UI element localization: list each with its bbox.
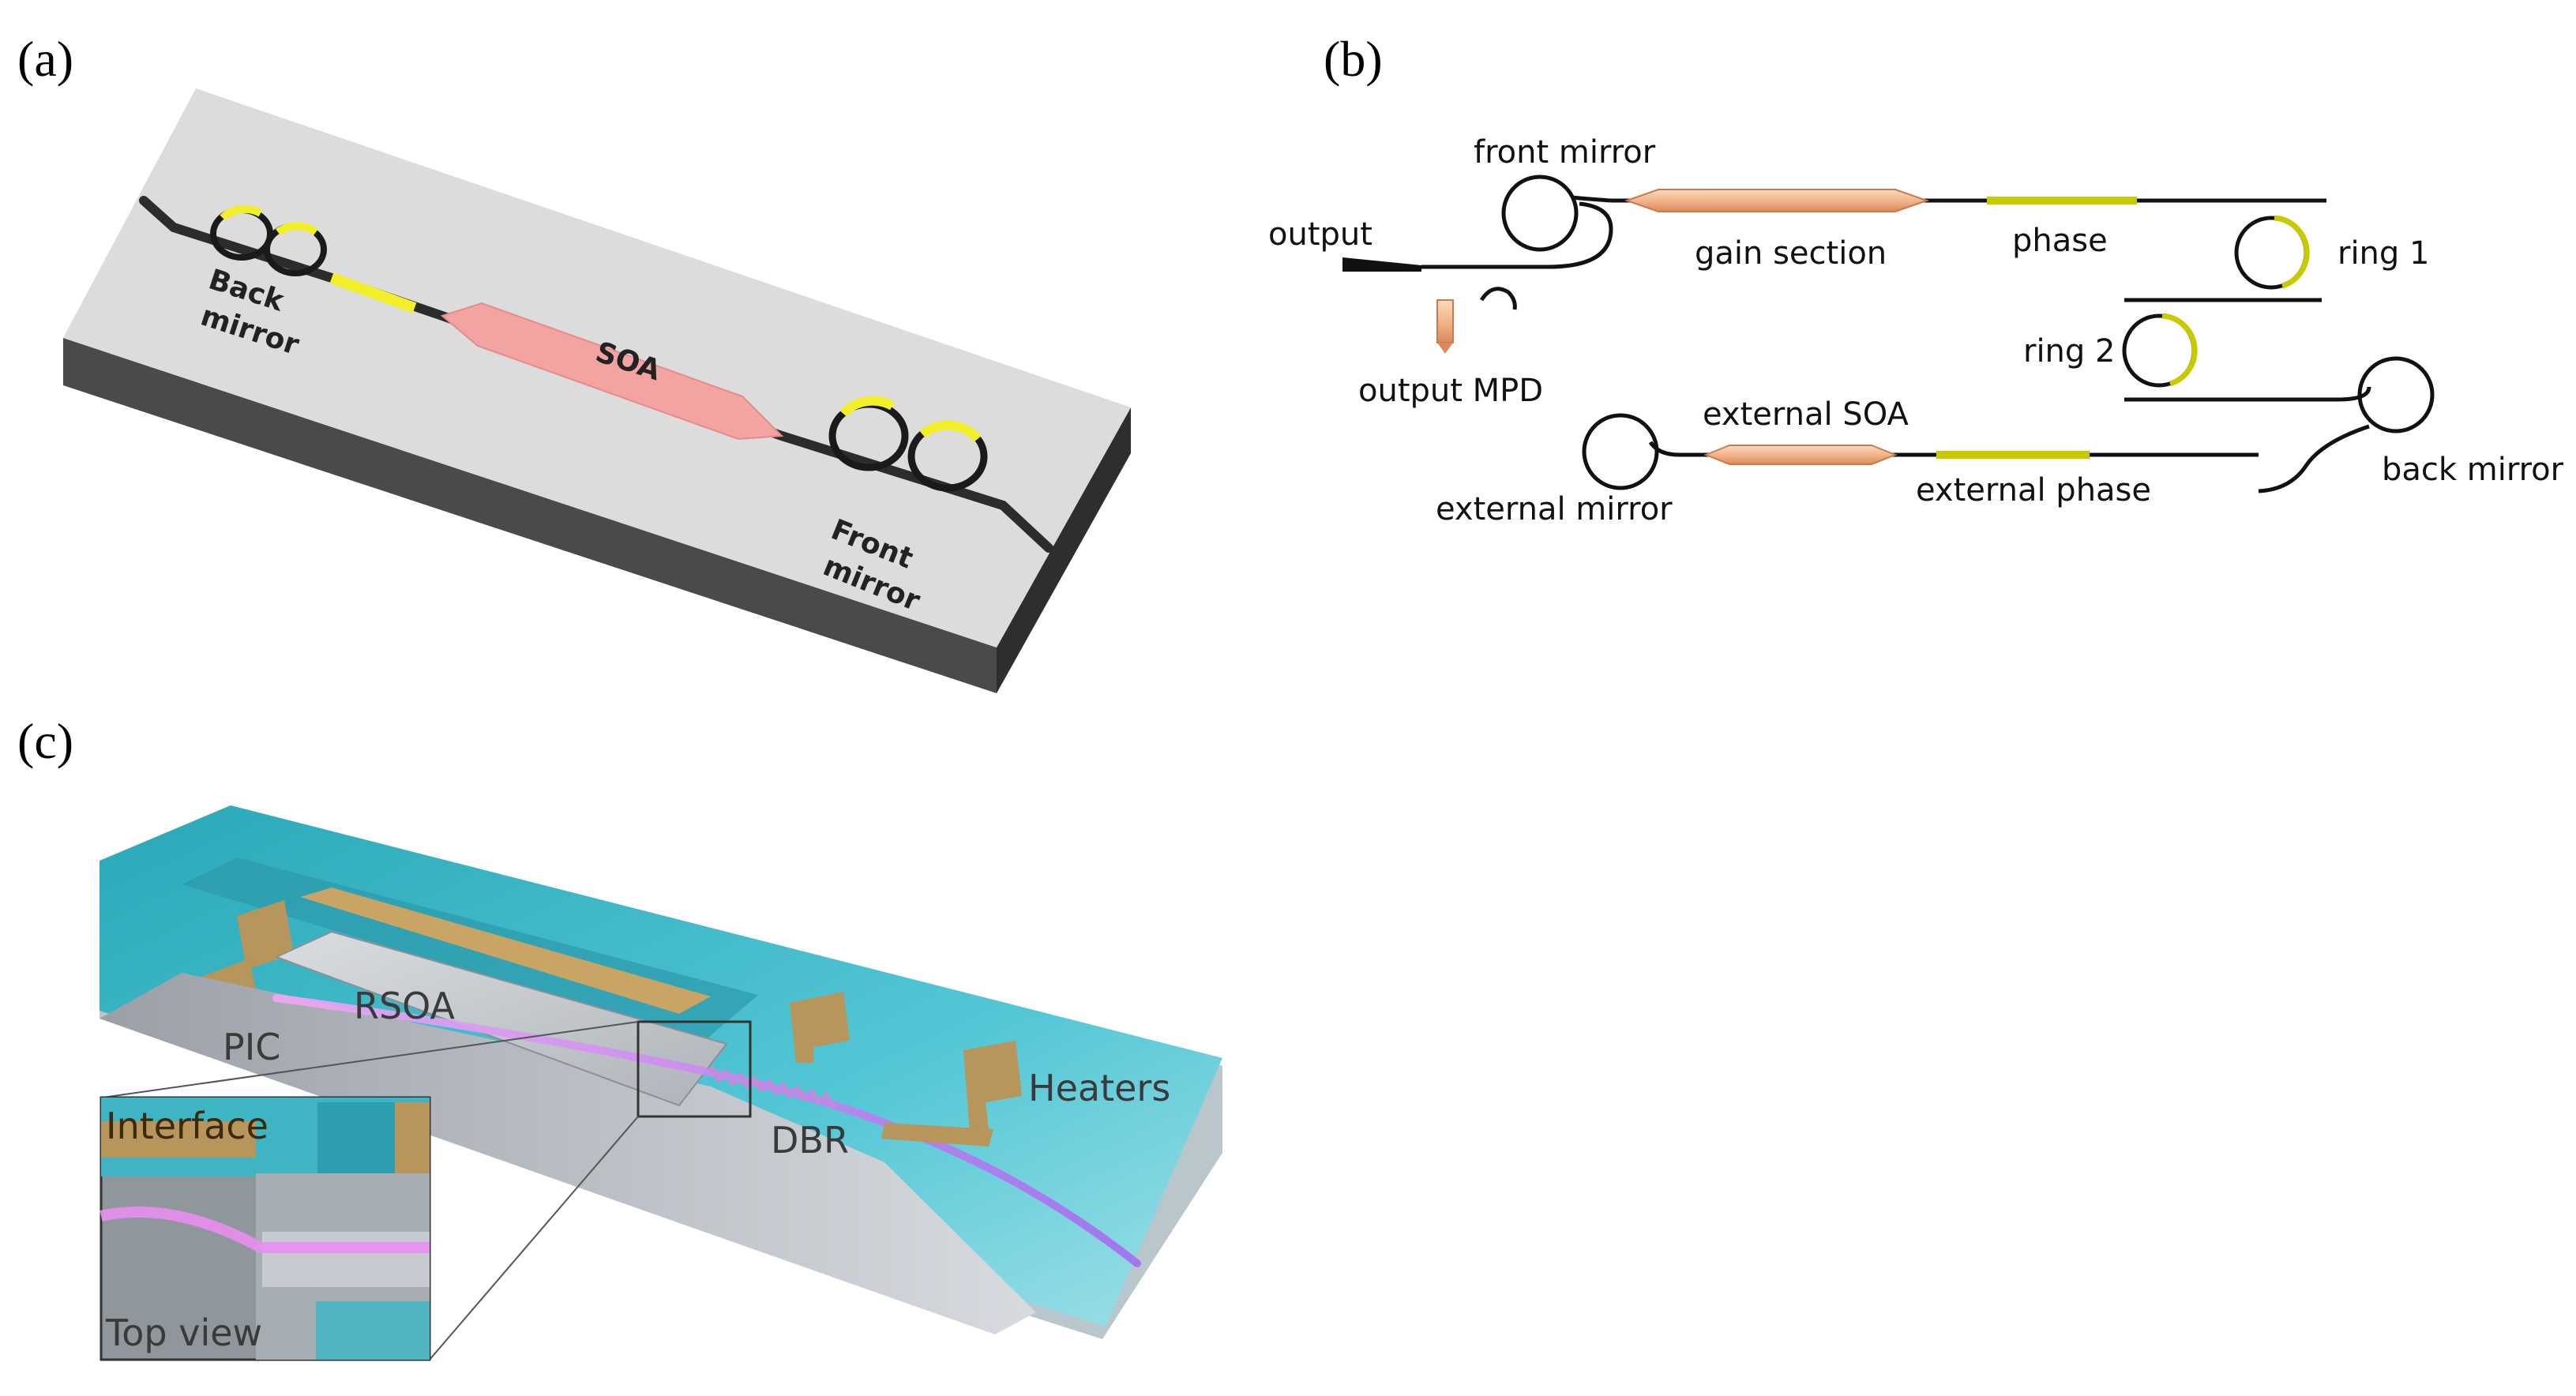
top-view-inset [100,1096,431,1361]
panel-b: (b) front mirror output gain section pha… [1268,31,2564,527]
ring-1-label: ring 1 [2338,235,2429,272]
gold-pad-1 [237,900,294,970]
soa-body [440,302,784,441]
panel-c: (c) [17,713,1222,1361]
back-mirror-label: back mirror [2382,452,2564,488]
panel-c-label: (c) [17,713,73,769]
back-mirror-loop [2357,356,2435,433]
dbr-label: DBR [771,1119,849,1161]
panel-a: (a) SOA Back mirror Front mirror [17,31,1131,693]
external-mirror-label: external mirror [1436,491,1673,527]
output-label: output [1268,216,1372,253]
pic-label: PIC [223,1026,280,1068]
heater-strip [881,1123,993,1146]
gain-section [1624,189,1930,212]
heater-a-1 [329,272,417,313]
output-taper [1342,257,1421,272]
chip-front-face [63,338,997,693]
external-mirror-loop [1582,413,1659,490]
rsoa-label: RSOA [354,985,456,1027]
external-soa [1703,445,1898,465]
panel-b-label: (b) [1324,31,1383,87]
laser-beam [272,994,1141,1267]
external-soa-label: external SOA [1703,396,1909,433]
rsoa-chip [274,930,728,1107]
heater-pad-1 [790,992,850,1063]
dbr-grating [708,1066,836,1109]
gold-top-electrode [300,888,711,1014]
zoom-line-2 [429,1116,639,1360]
gain-section-label: gain section [1695,235,1887,272]
front-mirror-rings [828,396,988,492]
phase-label: phase [2012,223,2108,259]
front-mirror-label: front mirror [1474,134,1656,171]
pic-region [100,973,1036,1334]
zoom-line-1 [102,1021,639,1098]
zoom-box [636,1020,752,1118]
front-mirror-loop [1501,174,1579,252]
output-waveguide [1421,201,1613,269]
panel-a-label: (a) [17,31,73,87]
ring-2-label: ring 2 [2023,333,2115,370]
interface-label: Interface [106,1105,268,1147]
output-mpd [1436,299,1454,343]
top-view-label: Top view [105,1312,262,1354]
chip-right-face [997,407,1131,693]
output-mpd-label: output MPD [1358,373,1543,409]
heaters-label: Heaters [1028,1067,1170,1109]
back-mirror-rings [210,205,327,276]
heater-pad-2 [963,1041,1022,1132]
external-phase-label: external phase [1916,472,2151,508]
